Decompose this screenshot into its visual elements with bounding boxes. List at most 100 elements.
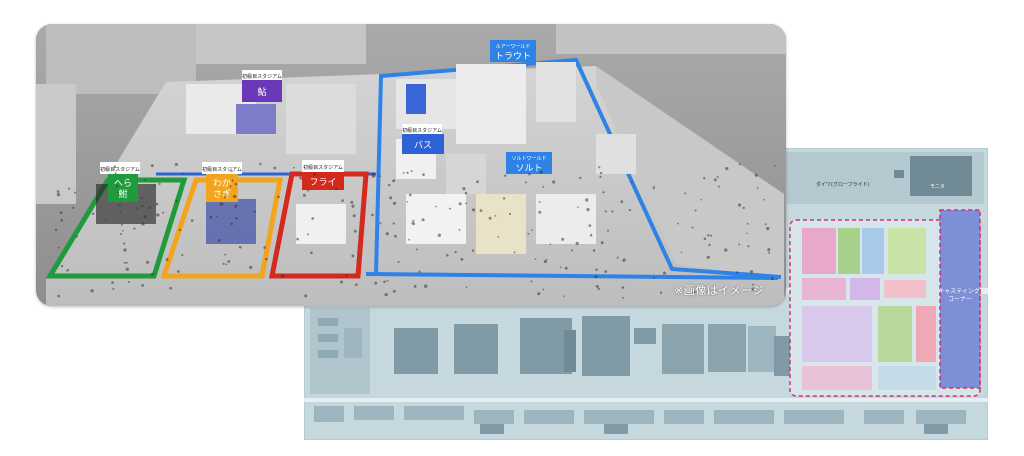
crowd-dot: [392, 289, 396, 293]
crowd-dot: [234, 182, 238, 186]
crowd-dot: [379, 175, 382, 178]
crowd-dot: [724, 248, 728, 252]
crowd-dot: [351, 254, 355, 258]
crowd-dot: [448, 207, 451, 210]
crowd-dot: [738, 163, 742, 166]
crowd-dot: [259, 162, 262, 166]
crowd-dot: [680, 251, 683, 254]
bass-sign: 初級目スタジアム バス: [402, 124, 444, 154]
crowd-dot: [716, 176, 719, 178]
crowd-dot: [622, 258, 626, 262]
crowd-dot: [410, 169, 413, 173]
crowd-dot: [217, 239, 221, 242]
crowd-dot: [737, 203, 742, 207]
crowd-dot: [604, 270, 608, 273]
svg-text:鮎: 鮎: [257, 86, 266, 98]
crowd-dot: [424, 284, 428, 288]
crowd-dot: [302, 193, 306, 197]
crowd-dot: [249, 265, 253, 270]
crowd-dot: [620, 200, 624, 204]
crowd-dot: [437, 233, 442, 237]
svg-text:初級目スタジアム: 初級目スタジアム: [100, 166, 140, 173]
crowd-dot: [112, 287, 115, 291]
crowd-dot: [738, 243, 741, 246]
crowd-dot: [273, 166, 277, 170]
crowd-dot: [141, 284, 144, 287]
crowd-dot: [402, 172, 405, 174]
crowd-dot: [141, 204, 144, 208]
crowd-dot: [594, 275, 598, 279]
crowd-dot: [745, 232, 748, 235]
crowd-dot: [307, 233, 309, 236]
crowd-dot: [209, 215, 213, 219]
crowd-dot: [119, 210, 122, 213]
crowd-dot: [133, 227, 136, 230]
crowd-dot: [662, 271, 667, 275]
crowd-dot: [371, 172, 375, 176]
crowd-dot: [717, 185, 720, 188]
crowd-dot: [73, 191, 77, 194]
crowd-dot: [95, 197, 99, 200]
crowd-dot: [446, 254, 449, 257]
crowd-dot: [703, 237, 707, 241]
fly-zone: [268, 171, 369, 279]
crowd-dot: [531, 229, 533, 232]
crowd-dot: [408, 193, 412, 197]
crowd-dot: [588, 224, 592, 227]
crowd-dot: [460, 257, 464, 261]
crowd-dot: [177, 270, 180, 273]
crowd-dot: [611, 210, 614, 213]
crowd-dot: [597, 287, 600, 290]
crowd-dot: [600, 241, 604, 245]
crowd-dot: [621, 286, 625, 289]
crowd-dot: [476, 180, 479, 184]
crowd-dot: [471, 249, 475, 252]
image-caption: ※画像はイメージ: [674, 284, 764, 297]
casting-corner-label: キャスティング コーナー: [938, 287, 982, 303]
crowd-dot: [227, 260, 231, 263]
svg-text:初級目スタジアム: 初級目スタジアム: [242, 73, 282, 80]
crowd-dot: [525, 181, 527, 184]
crowd-dot: [340, 276, 343, 279]
fly-sign: 初級目スタジアム フライ: [302, 160, 344, 190]
crowd-dot: [502, 197, 506, 200]
crowd-dot: [763, 198, 766, 201]
wakasagi-sign: 初級目スタジアム わか さぎ: [202, 162, 242, 202]
crowd-dot: [66, 270, 68, 272]
crowd-dot: [125, 267, 129, 271]
crowd-dot: [415, 248, 418, 251]
crowd-dot: [353, 229, 357, 233]
crowd-dot: [538, 210, 542, 214]
crowd-dot: [513, 251, 516, 254]
crowd-dot: [127, 281, 130, 283]
crowd-dot: [146, 260, 150, 264]
crowd-dot: [559, 266, 562, 269]
crowd-dot: [585, 198, 589, 202]
crowd-dot: [182, 172, 185, 175]
crowd-dot: [413, 284, 417, 288]
crowd-dot: [630, 181, 633, 184]
crowd-dot: [528, 173, 531, 176]
crowd-dot: [545, 258, 548, 261]
crowd-dot: [253, 210, 256, 213]
crowd-dot: [56, 190, 60, 193]
crowd-dot: [307, 189, 310, 192]
crowd-dot: [311, 217, 315, 220]
crowd-dot: [140, 196, 144, 200]
crowd-dot: [694, 209, 697, 212]
crowd-dot: [72, 206, 75, 209]
crowd-dot: [90, 289, 94, 293]
crowd-dot: [234, 204, 238, 208]
svg-text:モニタ: モニタ: [930, 183, 945, 190]
crowd-dot: [538, 200, 541, 203]
crowd-dot: [57, 246, 60, 249]
crowd-dot: [371, 213, 374, 217]
crowd-dot: [708, 243, 711, 247]
crowd-dot: [123, 248, 127, 252]
crowd-dot: [707, 234, 710, 237]
crowd-dot: [178, 228, 182, 232]
crowd-dot: [766, 226, 770, 231]
crowd-dot: [334, 187, 338, 191]
crowd-dot: [418, 270, 421, 273]
crowd-dot: [595, 284, 599, 288]
